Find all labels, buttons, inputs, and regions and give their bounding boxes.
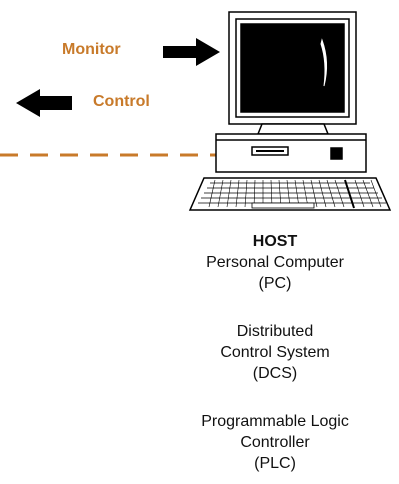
host-plc-block: Programmable Logic Controller (PLC) — [170, 411, 380, 474]
dcs-line-1: Distributed — [236, 323, 314, 340]
plc-line-3: (PLC) — [254, 455, 296, 472]
host-dcs-block: Distributed Control System (DCS) — [170, 321, 380, 384]
monitor-label: Monitor — [62, 41, 121, 58]
plc-line-1: Programmable Logic — [201, 413, 349, 430]
control-arrow-icon — [16, 89, 72, 117]
monitor-arrow-icon — [163, 38, 220, 66]
dcs-line-3: (DCS) — [252, 365, 298, 382]
pc-line-1: Personal Computer — [206, 254, 344, 271]
computer-icon — [188, 11, 392, 211]
pc-line-2: (PC) — [258, 275, 292, 292]
plc-line-2: Controller — [240, 434, 310, 451]
host-title: HOST — [252, 233, 298, 250]
host-pc-block: HOST Personal Computer (PC) — [170, 231, 380, 294]
control-label: Control — [93, 93, 150, 110]
dcs-line-2: Control System — [220, 344, 330, 361]
